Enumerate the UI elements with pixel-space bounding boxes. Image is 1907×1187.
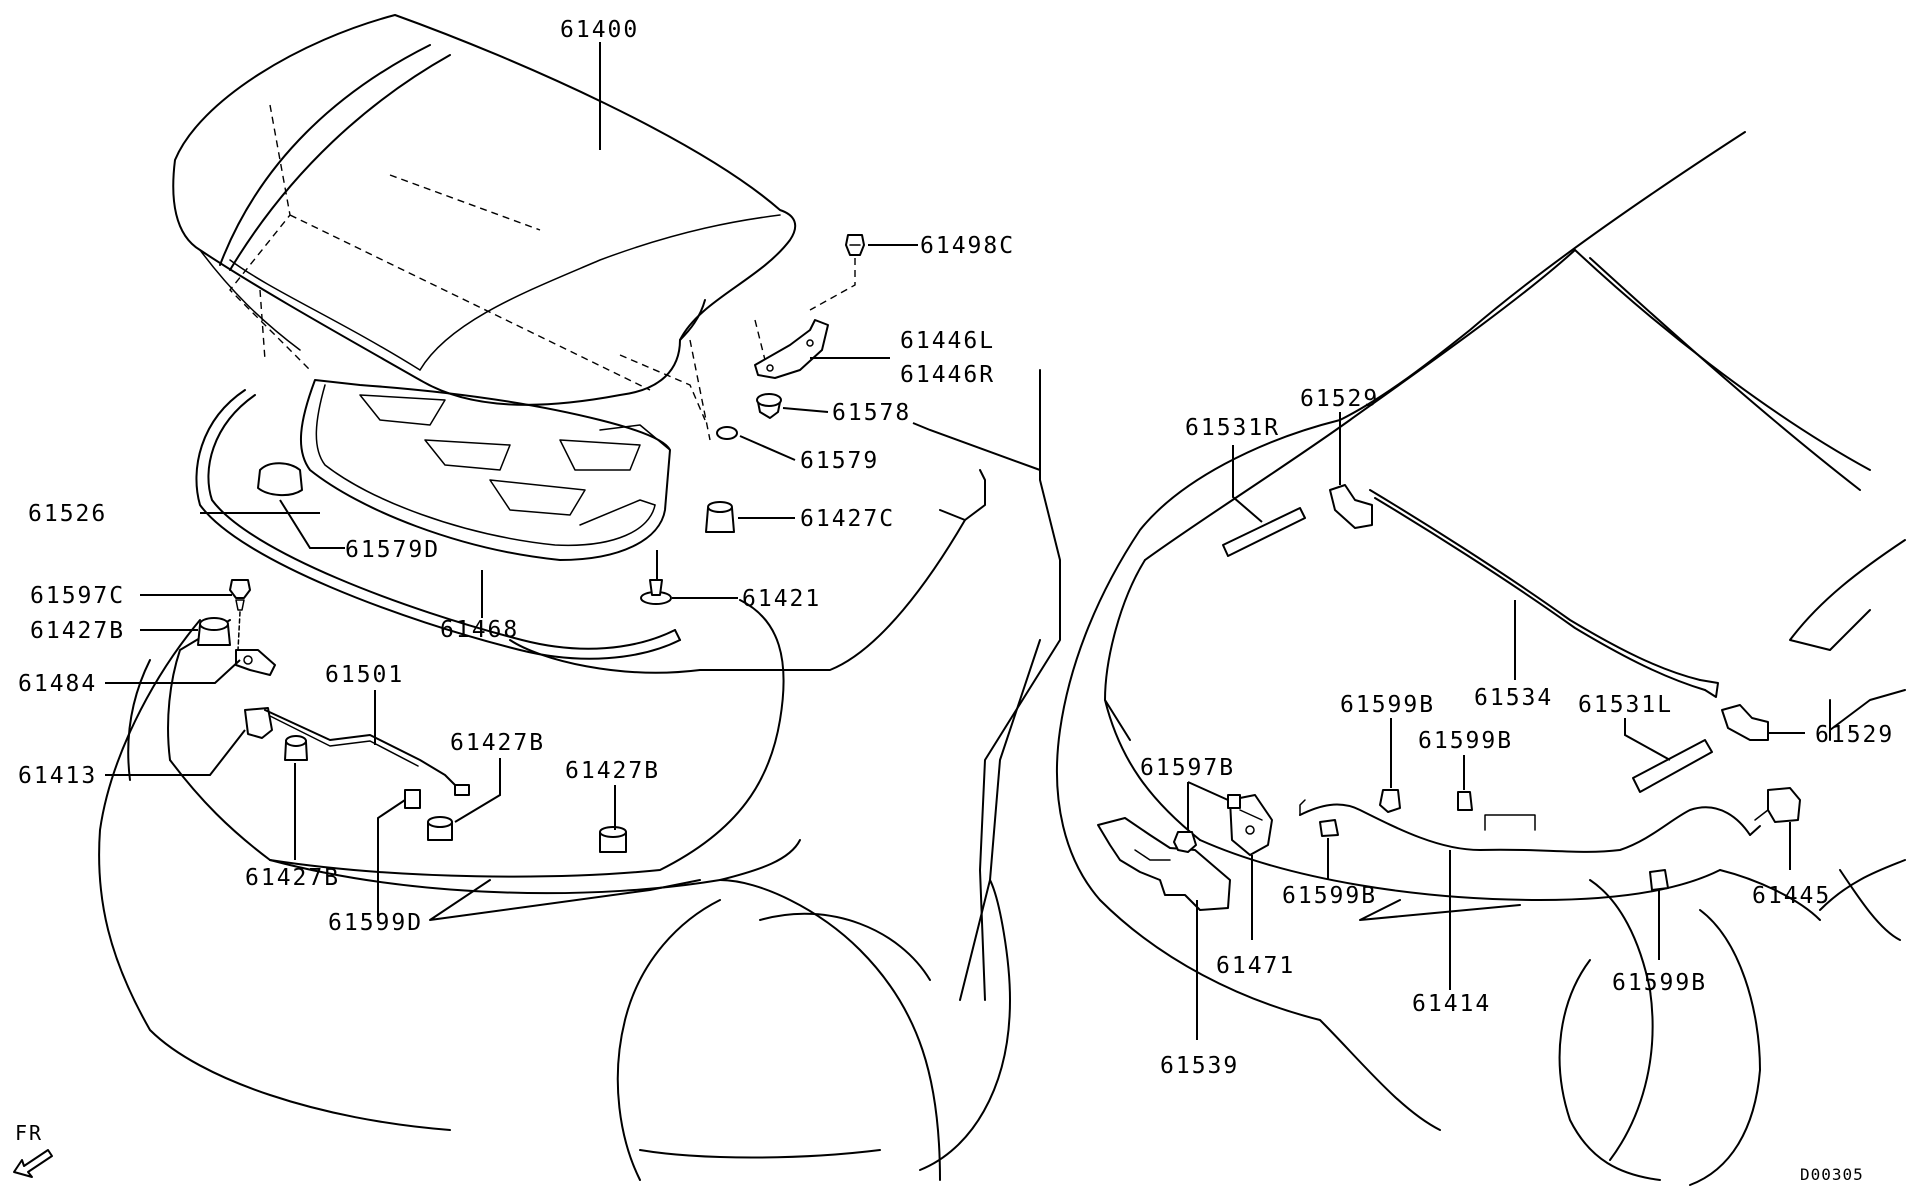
bolt-c-icon [229,579,251,651]
label-61427B-4: 61427B [565,758,660,784]
label-61400: 61400 [560,17,639,43]
right-labels: 61531R 61529 61534 61531L 61529 61599B 6… [1140,386,1894,1079]
label-61501: 61501 [325,662,404,688]
label-61529-top: 61529 [1300,386,1379,412]
label-61427B-2: 61427B [245,865,340,891]
right-view: 61531R 61529 61534 61531L 61529 61599B 6… [1055,131,1906,1186]
label-61599B-2: 61599B [1418,728,1513,754]
plug-d-icon [257,462,303,496]
label-61427C: 61427C [800,506,895,532]
label-61446R: 61446R [900,362,995,388]
label-61414: 61414 [1412,991,1491,1017]
label-61427B-3: 61427B [450,730,545,756]
clip-right-part [1721,704,1769,741]
lock-base-icon [244,707,273,739]
front-seal-strip [1369,489,1719,698]
clip-icon [640,550,672,605]
left-leader-lines [105,42,1041,920]
label-61413: 61413 [18,763,97,789]
label-61578: 61578 [832,400,911,426]
lock-support-part [1097,817,1231,911]
bumper-b4-icon [599,826,627,853]
label-61529-right: 61529 [1815,722,1894,748]
front-direction-indicator: FR [13,1121,53,1178]
label-61599B-4: 61599B [1612,970,1707,996]
bolt-top-icon [809,234,865,311]
weatherstrip-r-part [1222,507,1306,557]
clip-d-icon [404,789,421,809]
cable-clip-1-icon [1379,789,1401,813]
right-leader-lines [1187,412,1805,1040]
label-61539: 61539 [1160,1053,1239,1079]
bracket-icon [235,649,276,676]
bumper-c-icon [705,501,735,533]
weatherstrip-l-part [1632,739,1713,793]
cable-clip-4-icon [1649,869,1669,891]
stay-rod-icon [264,709,470,796]
hinge-part [754,319,829,379]
label-61468: 61468 [440,617,519,643]
label-61446L: 61446L [900,328,995,354]
bolt-b-icon [1173,794,1241,853]
left-view: 61400 61498C 61446L 61446R 61578 61579 6… [18,14,1061,1181]
release-handle [1754,787,1801,823]
label-61471: 61471 [1216,953,1295,979]
hood-front-seal [195,389,681,660]
label-61597B: 61597B [1140,755,1235,781]
label-61421: 61421 [742,586,821,612]
label-61599B-1: 61599B [1340,692,1435,718]
direction-label: FR [15,1121,43,1145]
label-61534: 61534 [1474,685,1553,711]
label-61498C: 61498C [920,233,1015,259]
label-61445: 61445 [1752,883,1831,909]
label-61599D: 61599D [328,910,423,936]
cable-clip-3-icon [1319,819,1339,837]
label-61531L: 61531L [1578,692,1673,718]
hood-panel [172,14,797,441]
right-vehicle-body [1055,131,1906,1186]
direction-arrow-icon [13,1149,53,1178]
label-61427B-1: 61427B [30,618,125,644]
label-61484: 61484 [18,671,97,697]
bumper-b2-icon [284,735,308,761]
label-61579: 61579 [800,448,879,474]
hood-latch [1229,794,1273,856]
label-61599B-3: 61599B [1282,883,1377,909]
clip-top-part [1329,484,1373,529]
release-cable [1299,799,1761,853]
label-61579D: 61579D [345,537,440,563]
label-61597C: 61597C [30,583,125,609]
cable-clip-2-icon [1457,791,1473,811]
bumper-b1-icon [197,617,231,646]
label-61531R: 61531R [1185,415,1280,441]
hood-inner-panel [299,379,671,561]
drawing-code: D00305 [1800,1165,1864,1184]
left-labels: 61400 61498C 61446L 61446R 61578 61579 6… [18,17,1015,936]
grommet-icon [756,393,782,419]
bumper-b3-icon [427,816,453,841]
label-61526: 61526 [28,501,107,527]
left-vehicle-body [98,369,1061,1181]
plug-icon [716,426,738,440]
